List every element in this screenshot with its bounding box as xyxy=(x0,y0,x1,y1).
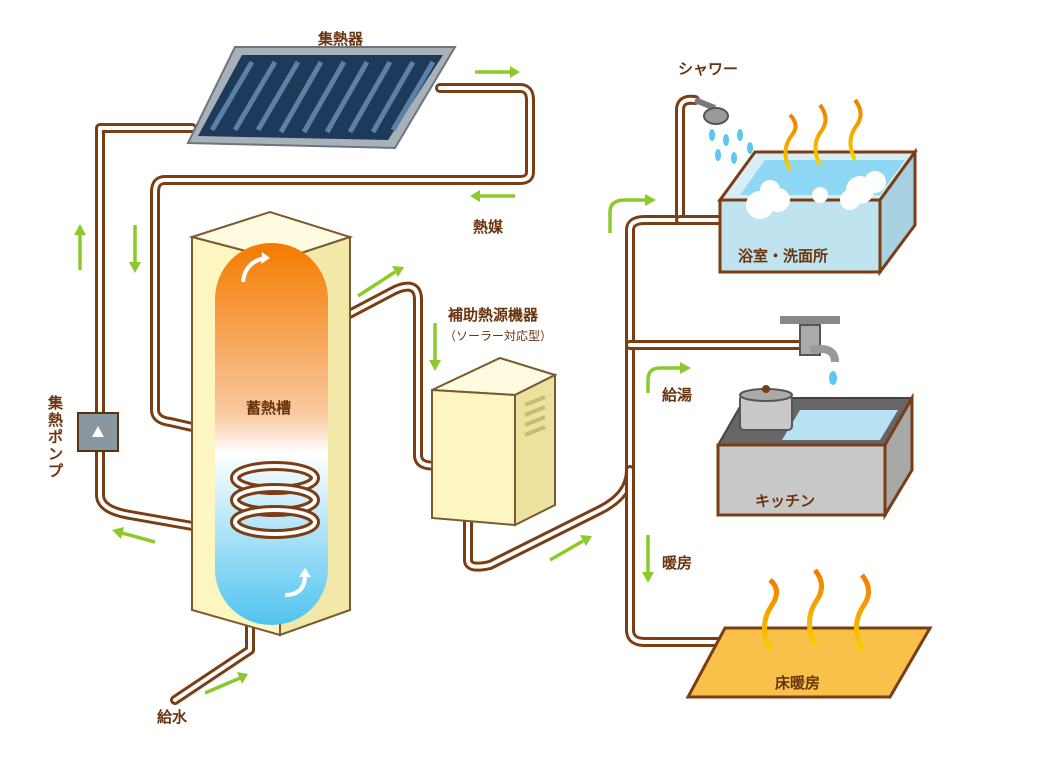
pot-icon xyxy=(739,385,793,431)
label-shower: シャワー xyxy=(678,60,739,78)
heat-pump xyxy=(77,412,119,452)
label-kitchen: キッチン xyxy=(755,492,816,510)
shower xyxy=(693,97,753,164)
storage-tank xyxy=(188,210,354,637)
label-heating: 暖房 xyxy=(662,554,693,572)
label-hot-water: 給湯 xyxy=(662,386,693,404)
label-floor-heating: 床暖房 xyxy=(775,674,821,692)
steam-icon xyxy=(783,98,863,171)
label-water-supply: 給水 xyxy=(157,708,188,726)
kitchen-sink xyxy=(716,385,914,521)
heat-flame-icon xyxy=(762,568,871,652)
label-collector: 集熱器 xyxy=(318,30,364,48)
bathtub xyxy=(717,98,918,277)
label-pump: 集熱ポンプ xyxy=(48,394,64,480)
label-aux-heater: 補助熱源機器 xyxy=(448,306,539,324)
label-aux-heater-sub: （ソーラー対応型） xyxy=(444,329,553,343)
solar-collector xyxy=(186,46,457,150)
coil xyxy=(230,461,320,539)
flow-arrows xyxy=(74,66,691,695)
flow-arrow-icon xyxy=(284,574,307,597)
label-bathroom: 浴室・洗面所 xyxy=(738,247,829,265)
floor-heating xyxy=(685,568,933,699)
label-heat-medium: 熱媒 xyxy=(473,218,504,236)
aux-heater xyxy=(431,356,558,527)
label-storage-tank: 蓄熱槽 xyxy=(246,399,292,417)
